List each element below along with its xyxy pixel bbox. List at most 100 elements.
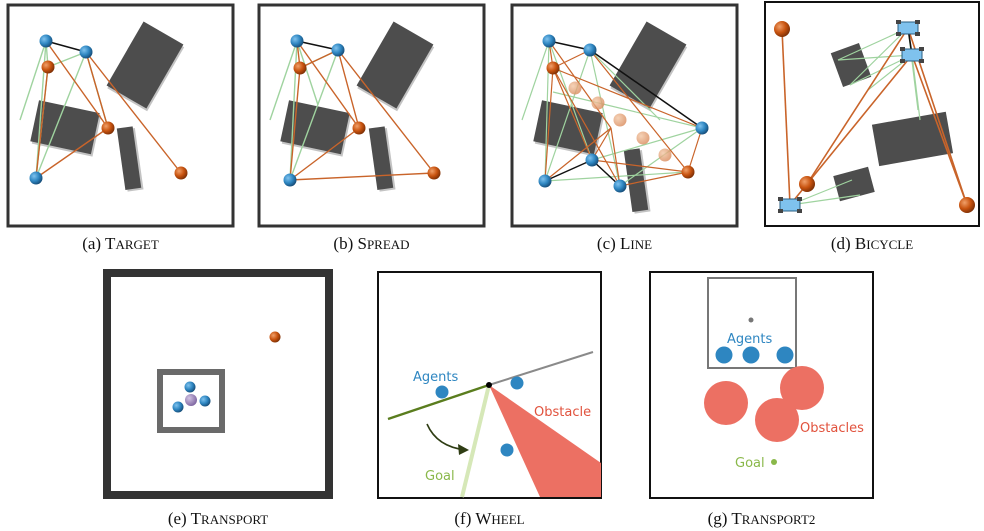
bicycle-agent	[900, 47, 924, 63]
obstacle-wedge	[489, 385, 601, 497]
obstacles	[280, 21, 435, 192]
agent	[29, 171, 43, 185]
links	[269, 40, 435, 181]
landmark	[799, 176, 815, 192]
agent	[776, 346, 794, 364]
caption-rest: INE	[630, 237, 652, 252]
caption-initial: W	[475, 509, 492, 528]
panel-frame	[649, 271, 874, 499]
caption-initial: T	[105, 234, 116, 253]
caption-target: (a) TARGET	[82, 234, 159, 253]
obstacle-label: Obstacle	[534, 405, 591, 420]
caption-bicycle: (d) BICYCLE	[831, 234, 913, 253]
agent	[172, 401, 184, 413]
landmark	[774, 21, 790, 37]
landmark	[681, 165, 695, 179]
caption-initial: B	[855, 234, 866, 253]
goal-point	[771, 459, 777, 465]
caption-rest: PREAD	[367, 237, 410, 252]
landmark	[41, 60, 55, 74]
caption-initial: T	[191, 509, 202, 528]
caption-rest: RANSPORT2	[742, 512, 816, 527]
agents	[283, 34, 345, 187]
agents	[538, 34, 709, 193]
landmark	[174, 166, 188, 180]
agent	[79, 45, 93, 59]
caption-spread: (b) SPREAD	[333, 234, 409, 253]
agent	[585, 153, 599, 167]
obstacle	[780, 366, 824, 410]
agent	[39, 34, 53, 48]
agents	[29, 34, 93, 185]
goal-line	[460, 384, 491, 498]
caption-rest: RANSPORT	[201, 512, 268, 527]
panel-bicycle	[764, 1, 980, 227]
landmarks	[546, 61, 695, 179]
arrow-head	[458, 444, 469, 455]
line-point	[613, 113, 627, 127]
agent	[613, 179, 627, 193]
landmark	[959, 197, 975, 213]
agent	[283, 173, 297, 187]
panel-spread	[257, 3, 486, 228]
agent	[184, 381, 196, 393]
landmarks	[41, 60, 188, 180]
package	[185, 394, 197, 406]
bicycles	[778, 20, 924, 213]
caption-line: (c) LINE	[597, 234, 652, 253]
landmarks	[293, 61, 441, 180]
landmark	[293, 61, 307, 75]
panel-transport2: Agents Obstacles Goal	[649, 271, 874, 499]
obstacles	[30, 21, 185, 192]
obstacle	[704, 381, 748, 425]
landmark	[101, 121, 115, 135]
agent	[500, 443, 514, 457]
links	[521, 40, 703, 187]
agent	[435, 385, 449, 399]
landmark	[427, 166, 441, 180]
landmarks	[774, 21, 975, 213]
agents-label: Agents	[413, 370, 458, 385]
caption-rest: HEEL	[491, 512, 524, 527]
landmark	[352, 121, 366, 135]
panel-line	[510, 3, 739, 228]
goal-label: Goal	[735, 456, 765, 471]
bicycle-agent	[896, 20, 920, 36]
agent	[542, 34, 556, 48]
line-point	[568, 81, 582, 95]
agent	[742, 346, 760, 364]
agent	[290, 34, 304, 48]
agent	[715, 346, 733, 364]
caption-wheel: (f) WHEEL	[454, 509, 524, 528]
obstacle	[755, 398, 799, 442]
caption-rest: ARGET	[115, 237, 158, 252]
goal-landmark	[269, 331, 281, 343]
line-point	[591, 96, 605, 110]
wheel-arm	[387, 383, 490, 421]
panel-target	[6, 3, 235, 228]
caption-transport: (e) TRANSPORT	[168, 509, 268, 528]
landmark	[546, 61, 560, 75]
wheel-arm-back	[488, 351, 594, 386]
bicycle-agent	[778, 197, 802, 213]
panel-wheel: Agents Obstacle Goal	[377, 271, 602, 499]
agent	[331, 43, 345, 57]
agent	[695, 121, 709, 135]
agent	[510, 376, 524, 390]
agent	[199, 395, 211, 407]
package-box	[707, 277, 797, 369]
goal-label: Goal	[425, 469, 455, 484]
caption-initial: L	[620, 234, 630, 253]
agent	[583, 43, 597, 57]
obstacles-label: Obstacles	[800, 421, 864, 436]
line-point	[658, 148, 672, 162]
caption-rest: ICYCLE	[866, 237, 913, 252]
agent	[538, 174, 552, 188]
agents-label: Agents	[727, 332, 772, 347]
package-center	[748, 317, 754, 323]
caption-initial: S	[357, 234, 366, 253]
pivot	[486, 382, 492, 388]
target-line-points	[568, 81, 672, 162]
line-point	[636, 131, 650, 145]
